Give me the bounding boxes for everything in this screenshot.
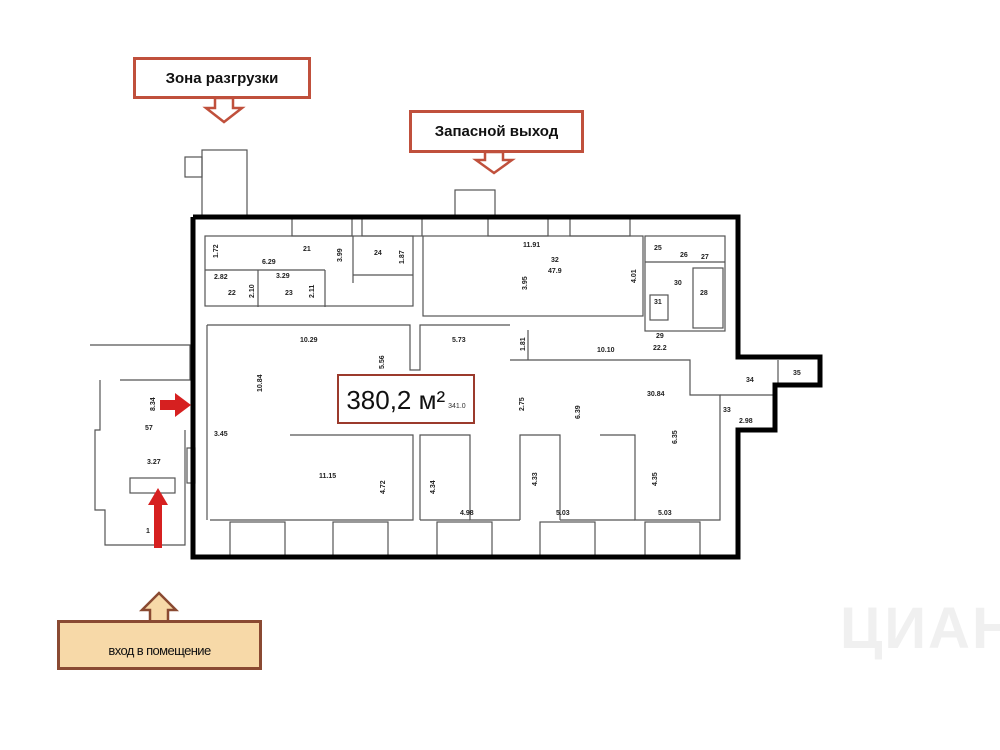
room-label: 4.34 bbox=[430, 480, 437, 494]
emergency-exit-callout: Запасной выход bbox=[409, 110, 584, 153]
room-label: 22.2 bbox=[653, 345, 667, 352]
room-label: 1.72 bbox=[213, 244, 220, 258]
room-label: 23 bbox=[285, 290, 293, 297]
room-label: 10.29 bbox=[300, 337, 318, 344]
room-label: 8.34 bbox=[150, 397, 157, 411]
room-label: 5.56 bbox=[379, 355, 386, 369]
room-label: 3.29 bbox=[276, 273, 290, 280]
room-label: 34 bbox=[746, 377, 754, 384]
room-label: 1.81 bbox=[520, 337, 527, 351]
room-label: 3.45 bbox=[214, 431, 228, 438]
exit-pointer-icon bbox=[472, 150, 516, 175]
room-label: 27 bbox=[701, 254, 709, 261]
room-label: 5.03 bbox=[556, 510, 570, 517]
room-label: 32 bbox=[551, 257, 559, 264]
total-area-box: 380,2 м² 341.0 bbox=[337, 374, 475, 424]
room-label: 57 bbox=[145, 425, 153, 432]
room-label: 24 bbox=[374, 250, 382, 257]
room-label: 30 bbox=[674, 280, 682, 287]
room-label: 21 bbox=[303, 246, 311, 253]
room-label: 5.73 bbox=[452, 337, 466, 344]
dock-stairs bbox=[184, 156, 203, 178]
room-labels: 1.72 21 6.29 3.99 24 1.87 2.82 22 2.10 3… bbox=[145, 242, 801, 535]
room-label: 10.84 bbox=[257, 374, 264, 392]
premises-outline bbox=[190, 214, 823, 560]
room-label: 2.82 bbox=[214, 274, 228, 281]
room-label: 6.35 bbox=[672, 430, 679, 444]
entrance-arrow-right-icon bbox=[160, 393, 191, 417]
room-label: 35 bbox=[793, 370, 801, 377]
room-label: 47.9 bbox=[548, 268, 562, 275]
unloading-dock bbox=[201, 149, 248, 218]
room-label: 3.95 bbox=[522, 276, 529, 290]
room-label: 1.87 bbox=[399, 250, 406, 264]
room-label: 4.33 bbox=[532, 472, 539, 486]
room-label: 22 bbox=[228, 290, 236, 297]
room-label: 26 bbox=[680, 252, 688, 259]
unloading-zone-callout: Зона разгрузки bbox=[133, 57, 311, 99]
entrance-callout: вход в помещение bbox=[57, 620, 262, 670]
room-label: 4.72 bbox=[380, 480, 387, 494]
entrance-pointer-icon bbox=[138, 591, 180, 624]
room-label: 2.11 bbox=[309, 285, 316, 298]
room-label: 31 bbox=[654, 299, 662, 306]
room-label: 28 bbox=[700, 290, 708, 297]
room-label: 25 bbox=[654, 245, 662, 252]
room-label: 3.27 bbox=[147, 459, 161, 466]
room-label: 6.29 bbox=[262, 259, 276, 266]
room-label: 5.03 bbox=[658, 510, 672, 517]
exit-stairs bbox=[454, 189, 496, 218]
room-label: 2.10 bbox=[249, 284, 256, 298]
room-label: 2.75 bbox=[519, 397, 526, 411]
room-label: 4.01 bbox=[631, 269, 638, 283]
room-label: 2.98 bbox=[739, 418, 753, 425]
entrance-arrow-up-icon bbox=[148, 488, 168, 548]
room-label: 6.39 bbox=[575, 405, 582, 419]
room-label: 30.84 bbox=[647, 391, 665, 398]
room-label: 3.99 bbox=[337, 248, 344, 262]
room-label: 4.98 bbox=[460, 510, 474, 517]
room-label: 33 bbox=[723, 407, 731, 414]
unloading-pointer-icon bbox=[202, 96, 246, 124]
total-area-value: 380,2 м² bbox=[346, 385, 446, 415]
watermark: ЦИАН bbox=[840, 596, 1000, 661]
room-label: 29 bbox=[656, 333, 664, 340]
total-area-sub: 341.0 bbox=[448, 403, 466, 410]
room-label: 4.35 bbox=[652, 472, 659, 486]
room-label: 1 bbox=[146, 528, 150, 535]
room-label: 11.91 bbox=[523, 242, 540, 249]
room-label: 10.10 bbox=[597, 347, 615, 354]
room-label: 11.15 bbox=[319, 473, 336, 480]
